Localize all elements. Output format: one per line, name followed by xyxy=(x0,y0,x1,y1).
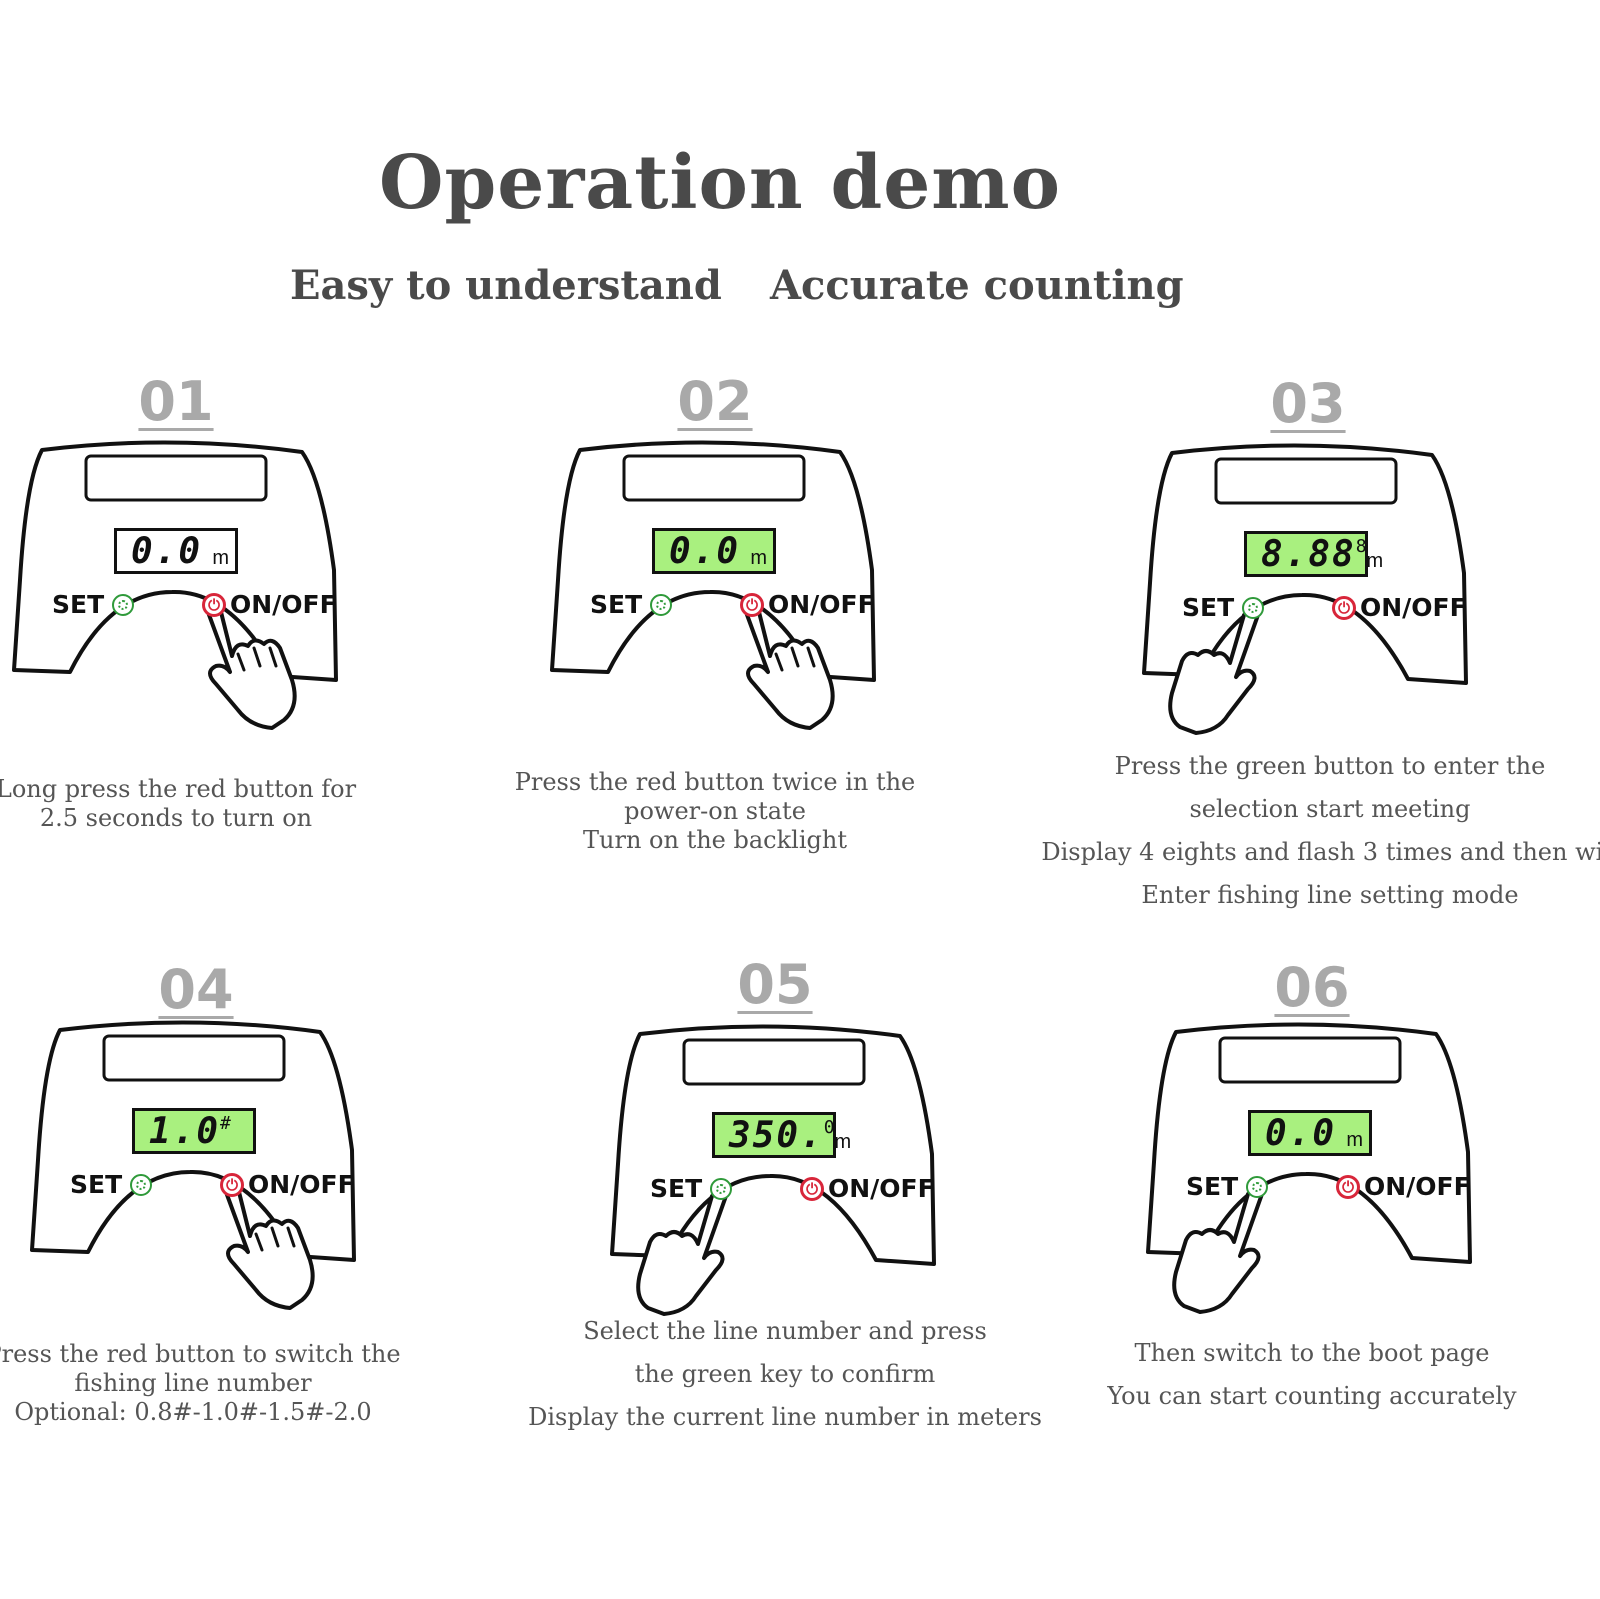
power-red-button[interactable]: ⏻ xyxy=(1336,1175,1360,1199)
set-label: SET xyxy=(590,590,643,619)
onoff-label: ON/OFF xyxy=(1360,593,1467,622)
step-number: 02 xyxy=(677,370,753,433)
power-red-button[interactable]: ⏻ xyxy=(740,593,764,617)
lcd-digits: 1.0 xyxy=(149,1110,221,1152)
subtitle-accurate: Accurate counting xyxy=(770,262,1184,309)
page-title: Operation demo xyxy=(379,140,1061,226)
pointing-hand-icon xyxy=(206,606,297,730)
lcd-unit: m xyxy=(1346,1129,1363,1151)
power-red-button[interactable]: ⏻ xyxy=(202,593,226,617)
lcd-digits: 0.0 xyxy=(669,530,741,572)
lcd-display: 0.0 m xyxy=(1248,1110,1372,1156)
pointing-hand-icon xyxy=(1172,1188,1264,1314)
pointing-hand-icon xyxy=(744,606,835,730)
lcd-unit: m xyxy=(750,547,767,569)
set-label: SET xyxy=(1186,1172,1239,1201)
set-green-button[interactable] xyxy=(1246,1176,1268,1198)
set-green-button[interactable] xyxy=(1242,597,1264,619)
caption-line: Select the line number and press xyxy=(583,1317,987,1345)
caption-line: Turn on the backlight xyxy=(583,826,847,854)
power-red-button[interactable]: ⏻ xyxy=(220,1173,244,1197)
set-label: SET xyxy=(650,1174,703,1203)
onoff-label: ON/OFF xyxy=(1364,1172,1471,1201)
lcd-digits: 8.88 xyxy=(1261,533,1356,575)
caption-line: Press the red button to switch the xyxy=(0,1340,401,1368)
set-green-button[interactable] xyxy=(112,594,134,616)
caption-line: Enter fishing line setting mode xyxy=(1141,881,1519,909)
onoff-label: ON/OFF xyxy=(828,1174,935,1203)
lcd-unit: m xyxy=(1366,550,1384,572)
step-number: 04 xyxy=(158,958,234,1021)
onoff-label: ON/OFF xyxy=(230,590,337,619)
lcd-superscript: 0 xyxy=(823,1117,835,1138)
caption-line: 2.5 seconds to turn on xyxy=(39,804,313,832)
subtitle-easy: Easy to understand xyxy=(290,262,722,309)
caption-line: Long press the red button for xyxy=(0,775,357,803)
caption-line: Display 4 eights and flash 3 times and t… xyxy=(1041,838,1600,866)
lcd-unit: m xyxy=(834,1131,852,1153)
pointing-hand-icon xyxy=(636,1190,728,1316)
lcd-display: 0.0 m xyxy=(652,528,776,574)
step-number: 06 xyxy=(1274,956,1350,1019)
caption-line: You can start counting accurately xyxy=(1107,1382,1517,1410)
device-top-window xyxy=(1218,1036,1402,1084)
lcd-superscript: # xyxy=(220,1113,231,1134)
set-green-button[interactable] xyxy=(710,1178,732,1200)
step-number: 03 xyxy=(1270,372,1346,435)
caption-line: Press the red button twice in the xyxy=(514,768,916,796)
onoff-label: ON/OFF xyxy=(248,1170,355,1199)
line-counter-device: 1.0# SET ⏻ON/OFF xyxy=(30,1020,370,1320)
caption-line: Optional: 0.8#-1.0#-1.5#-2.0 xyxy=(14,1398,372,1426)
caption-line: selection start meeting xyxy=(1189,795,1471,823)
device-top-window xyxy=(84,454,268,502)
lcd-superscript: 8 xyxy=(1355,536,1367,557)
set-green-button[interactable] xyxy=(650,594,672,616)
lcd-digits: 350. xyxy=(729,1114,824,1156)
caption-line: Display the current line number in meter… xyxy=(528,1403,1042,1431)
step-caption: Select the line number and press the gree… xyxy=(528,1310,1042,1439)
lcd-unit: m xyxy=(212,547,229,569)
lcd-display: 0.0 m xyxy=(114,528,238,574)
set-green-button[interactable] xyxy=(130,1174,152,1196)
caption-line: the green key to confirm xyxy=(634,1360,936,1388)
set-label: SET xyxy=(52,590,105,619)
pointing-hand-icon xyxy=(224,1186,315,1310)
set-label: SET xyxy=(1182,593,1235,622)
pointing-hand-icon xyxy=(1168,609,1260,735)
step-number: 01 xyxy=(138,370,214,433)
caption-line: fishing line number xyxy=(74,1369,312,1397)
power-red-button[interactable]: ⏻ xyxy=(1332,596,1356,620)
step-caption: Press the green button to enter the selec… xyxy=(1041,745,1600,917)
lcd-display: 1.0# xyxy=(132,1108,256,1154)
step-number: 05 xyxy=(737,953,813,1016)
set-label: SET xyxy=(70,1170,123,1199)
caption-line: Then switch to the boot page xyxy=(1134,1339,1490,1367)
device-top-window xyxy=(622,454,806,502)
onoff-label: ON/OFF xyxy=(768,590,875,619)
device-top-window xyxy=(102,1034,286,1082)
device-top-window xyxy=(1214,457,1398,505)
power-red-button[interactable]: ⏻ xyxy=(800,1177,824,1201)
device-top-window xyxy=(682,1038,866,1086)
caption-line: Press the green button to enter the xyxy=(1114,752,1546,780)
lcd-digits: 0.0 xyxy=(131,530,203,572)
lcd-digits: 0.0 xyxy=(1265,1112,1337,1154)
caption-line: power-on state xyxy=(624,797,806,825)
